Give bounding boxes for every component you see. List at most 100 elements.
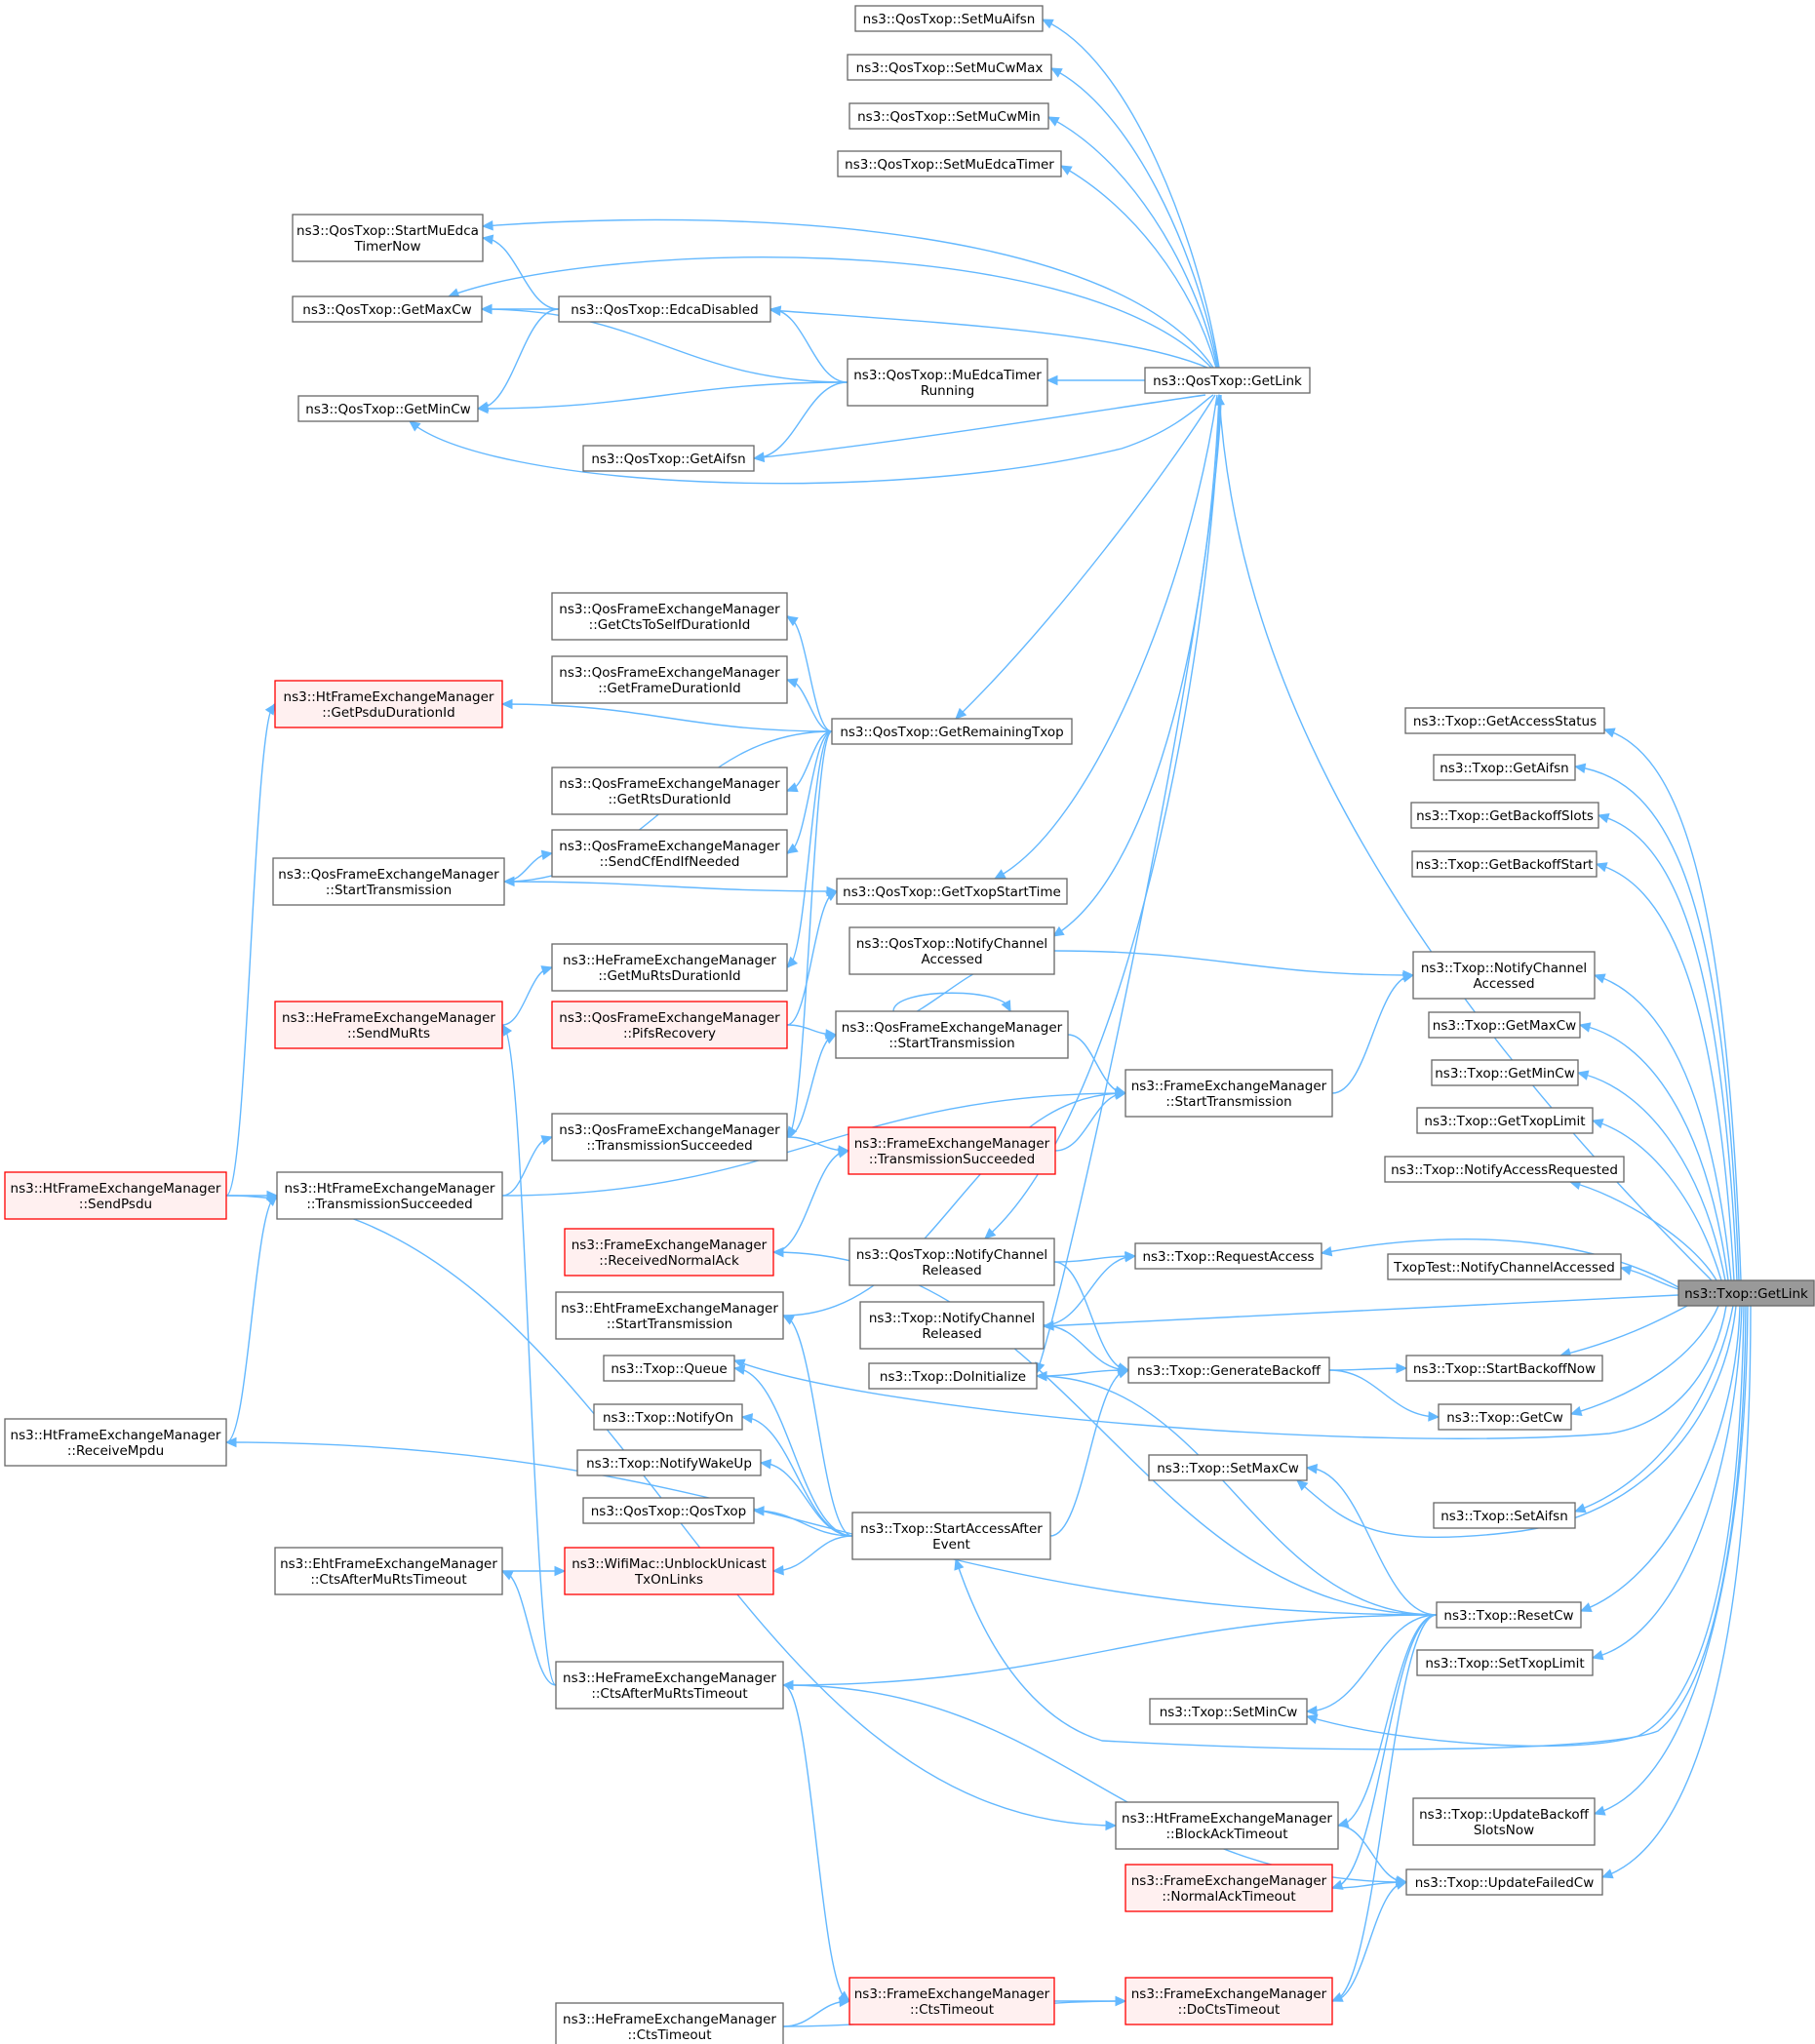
graph-node-n35[interactable]: ns3::Txop::DoInitialize <box>868 1362 1038 1390</box>
graph-node-n43[interactable]: ns3::EhtFrameExchangeManager::CtsAfterMu… <box>274 1547 503 1595</box>
edge-n48-n47 <box>1305 1614 1438 1716</box>
graph-node-n36[interactable]: ns3::Txop::GenerateBackoff <box>1127 1356 1330 1384</box>
node-label: SlotsNow <box>1474 1823 1534 1838</box>
graph-node-n25[interactable]: ns3::FrameExchangeManager::StartTransmis… <box>1125 1069 1333 1118</box>
node-label: ::GetFrameDurationId <box>598 681 740 696</box>
edge-line <box>786 890 838 1026</box>
graph-node-n33[interactable]: ns3::EhtFrameExchangeManager::StartTrans… <box>555 1291 784 1340</box>
graph-node-n1[interactable]: ns3::QosTxop::SetMuAifsn <box>854 5 1044 32</box>
edge-n14-n28 <box>225 702 276 1197</box>
graph-node-n12[interactable]: ns3::QosFrameExchangeManager::GetCtsToSe… <box>551 592 788 641</box>
graph-node-n22[interactable]: ns3::HeFrameExchangeManager::SendMuRts <box>274 1001 503 1049</box>
graph-node-n62[interactable]: ns3::Txop::NotifyAccessRequested <box>1384 1156 1625 1183</box>
edge-line <box>760 1462 853 1537</box>
node-label: TxopTest::NotifyChannelAccessed <box>1393 1260 1615 1276</box>
graph-node-n2[interactable]: ns3::QosTxop::SetMuCwMax <box>847 54 1052 81</box>
node-label: ns3::FrameExchangeManager <box>1131 1873 1327 1889</box>
edge-line <box>1570 1305 1719 1415</box>
graph-node-n48[interactable]: ns3::Txop::SetMinCw <box>1149 1698 1308 1725</box>
graph-node-n27[interactable]: ns3::FrameExchangeManager::TransmissionS… <box>848 1126 1056 1175</box>
edge-line <box>955 1305 1747 1750</box>
graph-node-n19[interactable]: ns3::QosTxop::GetTxopStartTime <box>836 878 1068 905</box>
arrow-head-icon <box>769 305 782 316</box>
graph-node-n0[interactable]: ns3::Txop::GetLink <box>1677 1279 1815 1307</box>
node-box <box>847 54 1052 81</box>
graph-node-n29[interactable]: ns3::HtFrameExchangeManager::Transmissio… <box>276 1171 503 1220</box>
graph-node-n7[interactable]: ns3::QosTxop::EdcaDisabled <box>558 295 771 323</box>
graph-node-n61[interactable]: ns3::Txop::GetTxopLimit <box>1416 1107 1594 1134</box>
graph-node-n60[interactable]: ns3::Txop::GetMinCw <box>1431 1059 1579 1086</box>
graph-node-n10[interactable]: ns3::QosTxop::GetMinCw <box>297 395 479 422</box>
graph-node-n52[interactable]: ns3::FrameExchangeManager::DoCtsTimeout <box>1125 1977 1333 2025</box>
graph-node-n69[interactable]: ns3::Txop::UpdateFailedCw <box>1405 1868 1603 1896</box>
graph-node-n30[interactable]: ns3::FrameExchangeManager::ReceivedNorma… <box>564 1228 774 1277</box>
arrow-head-icon <box>224 1436 237 1448</box>
graph-node-n39[interactable]: ns3::HtFrameExchangeManager::ReceiveMpdu <box>4 1418 227 1467</box>
graph-node-n13[interactable]: ns3::QosFrameExchangeManager::GetFrameDu… <box>551 655 788 704</box>
graph-node-n55[interactable]: ns3::Txop::GetAifsn <box>1433 754 1576 781</box>
arrow-head-icon <box>786 956 799 968</box>
node-box <box>1410 802 1599 829</box>
graph-node-n53[interactable]: ns3::HeFrameExchangeManager::CtsTimeout <box>555 2002 784 2044</box>
graph-node-n58[interactable]: ns3::Txop::NotifyChannelAccessed <box>1412 951 1596 1000</box>
node-label: ::ReceiveMpdu <box>67 1443 164 1459</box>
graph-node-n66[interactable]: ns3::Txop::SetAifsn <box>1433 1502 1576 1529</box>
graph-node-n21[interactable]: ns3::HeFrameExchangeManager::GetMuRtsDur… <box>551 943 788 992</box>
graph-node-n16[interactable]: ns3::QosFrameExchangeManager::GetRtsDura… <box>551 766 788 815</box>
graph-node-n6[interactable]: ns3::QosTxop::GetMaxCw <box>292 295 483 323</box>
graph-node-n24[interactable]: ns3::QosFrameExchangeManager::StartTrans… <box>835 1010 1069 1059</box>
graph-node-n59[interactable]: ns3::Txop::GetMaxCw <box>1428 1011 1581 1039</box>
graph-node-n32[interactable]: ns3::Txop::RequestAccess <box>1134 1242 1322 1270</box>
graph-node-n4[interactable]: ns3::QosTxop::SetMuEdcaTimer <box>837 150 1062 177</box>
graph-node-n49[interactable]: ns3::HtFrameExchangeManager::BlockAckTim… <box>1115 1801 1339 1850</box>
graph-node-n50[interactable]: ns3::FrameExchangeManager::NormalAckTime… <box>1125 1864 1333 1912</box>
graph-node-n15[interactable]: ns3::QosTxop::GetRemainingTxop <box>831 718 1073 745</box>
graph-node-n63[interactable]: TxopTest::NotifyChannelAccessed <box>1387 1253 1622 1280</box>
graph-node-n47[interactable]: ns3::Txop::ResetCw <box>1436 1601 1582 1629</box>
node-label: ns3::Txop::GetMaxCw <box>1433 1018 1576 1034</box>
graph-node-n64[interactable]: ns3::Txop::StartBackoffNow <box>1405 1355 1603 1382</box>
edge-n40-n42 <box>759 1458 853 1537</box>
graph-node-n67[interactable]: ns3::Txop::SetTxopLimit <box>1416 1649 1594 1676</box>
graph-node-n18[interactable]: ns3::QosFrameExchangeManager::StartTrans… <box>272 857 505 906</box>
node-label: Accessed <box>1473 976 1534 992</box>
arrow-head-icon <box>540 965 554 976</box>
graph-node-n41[interactable]: ns3::QosTxop::QosTxop <box>582 1497 755 1524</box>
graph-node-n45[interactable]: ns3::HeFrameExchangeManager::CtsAfterMuR… <box>555 1661 784 1710</box>
edge-n25-n33 <box>782 1087 1127 1317</box>
graph-node-n28[interactable]: ns3::HtFrameExchangeManager::SendPsdu <box>4 1171 227 1220</box>
node-label: ns3::HtFrameExchangeManager <box>1122 1811 1332 1827</box>
graph-node-n38[interactable]: ns3::Txop::NotifyOn <box>593 1403 743 1431</box>
graph-node-n14[interactable]: ns3::HtFrameExchangeManager::GetPsduDura… <box>274 680 503 728</box>
graph-node-n23[interactable]: ns3::QosFrameExchangeManager::PifsRecove… <box>551 1001 788 1049</box>
graph-node-n51[interactable]: ns3::FrameExchangeManager::CtsTimeout <box>848 1977 1055 2025</box>
graph-node-n57[interactable]: ns3::Txop::GetBackoffStart <box>1411 850 1598 878</box>
edge-line <box>1050 67 1219 369</box>
graph-node-n54[interactable]: ns3::Txop::GetAccessStatus <box>1404 707 1605 734</box>
graph-node-n11[interactable]: ns3::QosTxop::GetAifsn <box>582 445 755 472</box>
graph-node-n40[interactable]: ns3::Txop::NotifyWakeUp <box>576 1449 762 1476</box>
edge-line <box>225 1441 1438 1616</box>
arrow-head-icon <box>476 403 489 414</box>
graph-node-n3[interactable]: ns3::QosTxop::SetMuCwMin <box>848 102 1049 130</box>
edge-n50-n47 <box>1330 1614 1438 1890</box>
graph-node-n37[interactable]: ns3::Txop::Queue <box>603 1355 735 1382</box>
node-box <box>274 1547 503 1595</box>
arrow-head-icon <box>500 698 513 710</box>
node-label: ns3::QosTxop::EdcaDisabled <box>571 302 758 318</box>
graph-node-n26[interactable]: ns3::QosFrameExchangeManager::Transmissi… <box>551 1113 788 1161</box>
graph-node-n20[interactable]: ns3::QosTxop::NotifyChannelAccessed <box>848 926 1055 975</box>
graph-node-n9[interactable]: ns3::QosTxop::GetLink <box>1144 367 1311 394</box>
graph-node-n56[interactable]: ns3::Txop::GetBackoffSlots <box>1410 802 1599 829</box>
graph-node-n46[interactable]: ns3::Txop::SetMaxCw <box>1148 1454 1308 1481</box>
graph-node-n65[interactable]: ns3::Txop::GetCw <box>1438 1403 1572 1431</box>
edge-line <box>1049 1369 1129 1537</box>
graph-node-n17[interactable]: ns3::QosFrameExchangeManager::SendCfEndI… <box>551 829 788 878</box>
